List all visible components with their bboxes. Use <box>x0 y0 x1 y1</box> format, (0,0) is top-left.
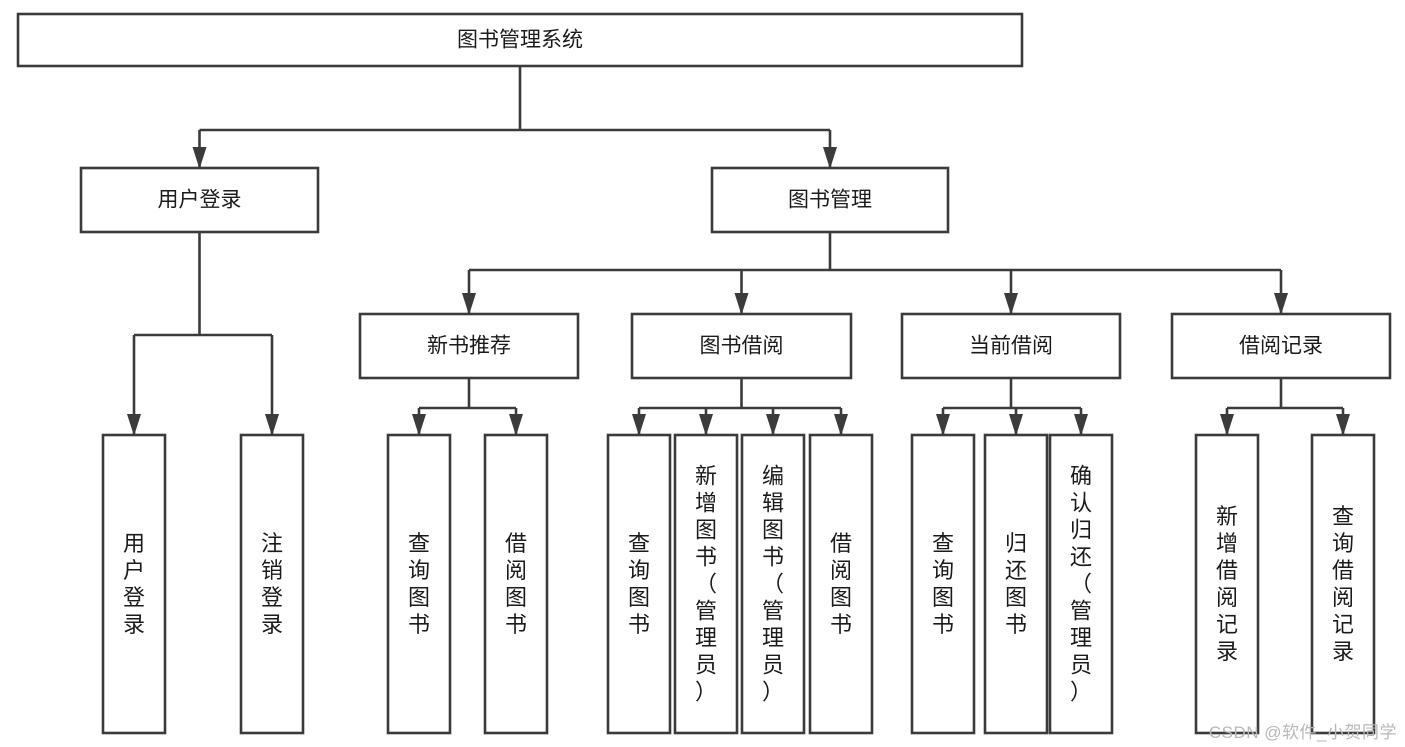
node-leaf-8[interactable]: 查询图书 <box>910 433 976 735</box>
node-leaf-9-label: 归还图书 <box>1005 531 1027 637</box>
node-leaf-2-box[interactable] <box>386 433 452 735</box>
node-leaf-5-box[interactable] <box>673 433 739 735</box>
arrow-head-icon <box>1274 293 1288 315</box>
node-leaf-4-label: 查询图书 <box>628 531 650 637</box>
node-level3-1-label: 图书借阅 <box>700 335 784 358</box>
node-leaf-3-label: 借阅图书 <box>505 531 527 637</box>
node-root-box[interactable] <box>16 12 1024 68</box>
arrow-head-icon <box>1336 414 1350 436</box>
node-leaf-12-box[interactable] <box>1310 433 1376 735</box>
node-leaf-1[interactable]: 注销登录 <box>239 433 305 735</box>
arrow-head-icon <box>1220 414 1234 436</box>
node-leaf-2-label: 查询图书 <box>408 531 430 637</box>
node-level2-0-box[interactable] <box>79 166 320 234</box>
node-leaf-0-label: 用户登录 <box>123 531 145 637</box>
arrow-head-icon <box>823 147 837 169</box>
node-leaf-10[interactable]: 确认归还（管理员） <box>1048 433 1114 735</box>
arrow-head-icon <box>1009 414 1023 436</box>
node-level3-0[interactable]: 新书推荐 <box>358 312 580 380</box>
node-leaf-10-label: 确认归还（管理员） <box>1070 464 1092 705</box>
node-leaf-0-box[interactable] <box>101 433 167 735</box>
node-leaf-8-box[interactable] <box>910 433 976 735</box>
node-level2-0-label: 用户登录 <box>158 189 242 212</box>
node-leaf-3[interactable]: 借阅图书 <box>483 433 549 735</box>
node-leaf-5-label: 新增图书（管理员） <box>695 464 717 705</box>
arrow-head-icon <box>734 293 749 315</box>
arrow-head-icon <box>192 147 207 169</box>
node-level3-1[interactable]: 图书借阅 <box>630 312 853 380</box>
arrow-head-icon <box>462 293 476 315</box>
arrow-head-icon <box>632 414 646 436</box>
arrow-head-icon <box>509 414 523 436</box>
arrow-head-icon <box>127 414 141 436</box>
node-leaf-7-label: 借阅图书 <box>830 531 852 637</box>
arrow-head-icon <box>265 414 279 436</box>
node-leaf-7-box[interactable] <box>808 433 874 735</box>
node-leaf-0[interactable]: 用户登录 <box>101 433 167 735</box>
node-leaf-6[interactable]: 编辑图书（管理员） <box>740 433 806 735</box>
node-level2-1-label: 图书管理 <box>788 189 872 212</box>
arrow-head-icon <box>936 414 950 436</box>
node-root[interactable]: 图书管理系统 <box>16 12 1024 68</box>
node-level3-3[interactable]: 借阅记录 <box>1170 312 1392 380</box>
node-leaf-11-label: 新增借阅记录 <box>1216 504 1238 664</box>
node-level2-1-box[interactable] <box>710 166 950 234</box>
node-leaf-7[interactable]: 借阅图书 <box>808 433 874 735</box>
node-level3-3-label: 借阅记录 <box>1239 335 1323 358</box>
node-level3-0-box[interactable] <box>358 312 580 380</box>
node-leaf-5[interactable]: 新增图书（管理员） <box>673 433 739 735</box>
node-level3-2-box[interactable] <box>900 312 1122 380</box>
node-leaf-3-box[interactable] <box>483 433 549 735</box>
node-level3-1-box[interactable] <box>630 312 853 380</box>
node-level3-0-label: 新书推荐 <box>427 335 511 358</box>
node-level2-1[interactable]: 图书管理 <box>710 166 950 234</box>
node-leaf-6-label: 编辑图书（管理员） <box>762 464 784 705</box>
arrow-head-icon <box>1004 293 1018 315</box>
arrow-head-icon <box>699 414 713 436</box>
node-leaf-8-label: 查询图书 <box>932 531 954 637</box>
node-leaf-9-box[interactable] <box>983 433 1049 735</box>
node-leaf-10-box[interactable] <box>1048 433 1114 735</box>
node-leaf-9[interactable]: 归还图书 <box>983 433 1049 735</box>
node-level3-3-box[interactable] <box>1170 312 1392 380</box>
node-leaf-6-box[interactable] <box>740 433 806 735</box>
node-leaf-11[interactable]: 新增借阅记录 <box>1194 433 1260 735</box>
arrow-head-icon <box>834 414 848 436</box>
arrow-head-icon <box>766 414 780 436</box>
node-level3-2[interactable]: 当前借阅 <box>900 312 1122 380</box>
node-leaf-1-label: 注销登录 <box>261 531 283 637</box>
node-leaf-1-box[interactable] <box>239 433 305 735</box>
node-leaf-11-box[interactable] <box>1194 433 1260 735</box>
arrow-head-icon <box>412 414 426 436</box>
node-leaf-12[interactable]: 查询借阅记录 <box>1310 433 1376 735</box>
node-leaf-4[interactable]: 查询图书 <box>606 433 672 735</box>
node-root-label: 图书管理系统 <box>457 29 583 52</box>
node-leaf-12-label: 查询借阅记录 <box>1332 504 1354 664</box>
arrow-head-icon <box>1074 414 1088 436</box>
node-leaf-2[interactable]: 查询图书 <box>386 433 452 735</box>
node-level3-2-label: 当前借阅 <box>969 335 1053 358</box>
node-level2-0[interactable]: 用户登录 <box>79 166 320 234</box>
node-leaf-4-box[interactable] <box>606 433 672 735</box>
